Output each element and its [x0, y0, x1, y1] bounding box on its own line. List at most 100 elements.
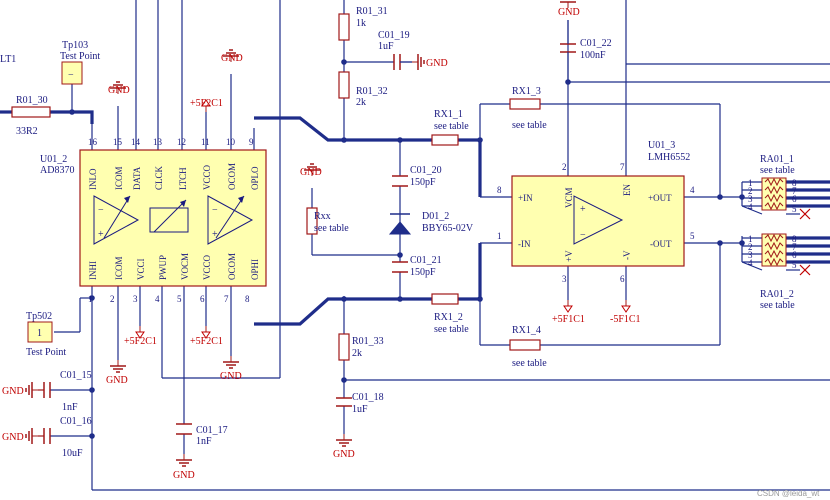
- r01-32-ref: R01_32: [356, 86, 388, 97]
- tp502-desc: Test Point: [26, 347, 66, 358]
- u01-2-pin-name: INLO: [88, 168, 98, 190]
- gnd-label-rxx: GND: [300, 167, 322, 178]
- rx1-3-ref: RX1_3: [512, 86, 541, 97]
- thick-wires: [0, 110, 830, 326]
- gnd-label-u01-2-pin10: GND: [221, 53, 243, 64]
- c01-19-ref: C01_19: [378, 30, 410, 41]
- thin-wires: [50, 0, 830, 491]
- u01-2-pin-name: VCCO: [202, 164, 212, 190]
- ra01-2-pin: 3: [748, 250, 753, 260]
- r01-30-value: 33R2: [16, 126, 38, 137]
- u01-2-pin-name: ICOM: [114, 166, 124, 190]
- tp502-ref: Tp502: [26, 311, 52, 322]
- power-label-vp: +5F1C1: [552, 314, 585, 325]
- u01-3-pin-name: EN: [622, 184, 632, 196]
- u01-3-pin-name: -V: [622, 250, 632, 260]
- u01-2-pin-num: 4: [155, 294, 160, 304]
- u01-3-pin-name: -IN: [518, 239, 531, 249]
- svg-text:+: +: [580, 204, 586, 215]
- c01-16-value: 10uF: [62, 448, 83, 459]
- u01-2-pin-num: 2: [110, 294, 115, 304]
- u01-3-pin-name: +V: [564, 250, 574, 262]
- test-point-tp103[interactable]: [61, 61, 83, 85]
- rx1-4-ref: RX1_4: [512, 325, 541, 336]
- c01-15-ref: C01_15: [60, 370, 92, 381]
- u01-2-pin-name: OCOM: [227, 163, 237, 190]
- r01-33-value: 2k: [352, 348, 362, 359]
- c01-18-ref: C01_18: [352, 392, 384, 403]
- ic-u01-3[interactable]: + −: [511, 175, 685, 267]
- diode-d01-2: [388, 213, 412, 235]
- rx1-3-value: see table: [512, 120, 547, 131]
- gnd-label-c01-19: GND: [426, 58, 448, 69]
- u01-2-pin-name: OPLO: [250, 166, 260, 190]
- u01-3-pin-num: 8: [497, 185, 502, 195]
- resistor-array-ra01-2: [761, 233, 787, 267]
- c01-18-value: 1uF: [352, 404, 368, 415]
- u01-2-pin-name: LTCH: [178, 167, 188, 190]
- ic-u01-2[interactable]: − + − +: [79, 149, 267, 287]
- r01-31-value: 1k: [356, 18, 366, 29]
- svg-text:−: −: [98, 205, 104, 216]
- test-point-tp502[interactable]: [27, 321, 53, 343]
- power-label-top: +5F2C1: [190, 98, 223, 109]
- u01-3-pin-name: +OUT: [648, 193, 672, 203]
- svg-text:+: +: [98, 229, 104, 240]
- c01-19-value: 1uF: [378, 41, 394, 52]
- tp502-symbol: 1: [37, 328, 42, 339]
- u01-2-part: AD8370: [40, 165, 74, 176]
- ra01-2-value: see table: [760, 300, 795, 311]
- gnd-leads: [38, 389, 44, 437]
- u01-2-pin-name: VOCM: [180, 253, 190, 280]
- c01-21-value: 150pF: [410, 267, 436, 278]
- u01-2-pin-name: CLCK: [154, 165, 164, 190]
- gnd-label-u01-2-pin15: GND: [108, 85, 130, 96]
- junction-dots: [69, 59, 745, 439]
- ra01-2-pin: 4: [748, 258, 753, 268]
- rx1-4-value: see table: [512, 358, 547, 369]
- net-lt1: LT1: [0, 54, 16, 65]
- capacitors: [43, 43, 576, 444]
- u01-2-pin-num: 7: [224, 294, 229, 304]
- net-labels: GND GND GND GND GND GND GND GND GND GND …: [2, 7, 641, 481]
- gnd-label-u01-2-pin7: GND: [220, 371, 242, 382]
- u01-2-pin-labels: 16 15 14 13 12 11 10 9 INLO ICOM DATA CL…: [88, 137, 260, 304]
- u01-3-part: LMH6552: [648, 152, 690, 163]
- gnd-label-u01-2-pin2: GND: [106, 375, 128, 386]
- ra01-2-pin: 2: [748, 242, 753, 252]
- c01-20-ref: C01_20: [410, 165, 442, 176]
- r01-33-ref: R01_33: [352, 336, 384, 347]
- ra01-1-pin: 6: [792, 194, 797, 204]
- u01-3-ref: U01_3: [648, 140, 675, 151]
- u01-2-pin-name: OPHI: [250, 259, 260, 280]
- gnd-label-c01-15: GND: [2, 386, 24, 397]
- u01-2-pin-num: 8: [245, 294, 250, 304]
- c01-22-ref: C01_22: [580, 38, 612, 49]
- ra01-2-pin: 7: [792, 242, 797, 252]
- u01-2-pin-num: 13: [153, 137, 163, 147]
- ra01-2-pin: 6: [792, 250, 797, 260]
- ra01-2-ref: RA01_2: [760, 289, 794, 300]
- r01-30-ref: R01_30: [16, 95, 48, 106]
- u01-3-pin-labels: 8 +IN 1 -IN 2 VCM 7 EN 4 +OUT 5 -OUT 3 +…: [497, 162, 695, 284]
- u01-3-pin-num: 7: [620, 162, 625, 172]
- u01-2-pin-name: PWUP: [158, 255, 168, 280]
- ra01-2-pin: 1: [748, 234, 753, 244]
- u01-2-pin-num: 14: [131, 137, 141, 147]
- tp103-desc: Test Point: [60, 51, 100, 62]
- ra-pin-labels: 1 2 3 4 8 7 6 5 1 2 3 4 8 7 6 5: [748, 178, 797, 270]
- u01-2-pin-num: 11: [201, 137, 210, 147]
- u01-2-pin-name: INHI: [88, 261, 98, 280]
- r01-31-ref: R01_31: [356, 6, 388, 17]
- ra01-1-pin: 1: [748, 178, 753, 188]
- watermark: CSDN @leida_wt: [757, 489, 820, 498]
- c01-15-value: 1nF: [62, 402, 78, 413]
- svg-text:−: −: [212, 205, 218, 216]
- u01-3-pin-name: VCM: [564, 187, 574, 208]
- u01-3-pin-num: 6: [620, 274, 625, 284]
- resistor-array-ra01-1: [761, 177, 787, 211]
- u01-3-pin-num: 4: [690, 185, 695, 195]
- gnd-label-c01-16: GND: [2, 432, 24, 443]
- cap-leads: [400, 20, 569, 82]
